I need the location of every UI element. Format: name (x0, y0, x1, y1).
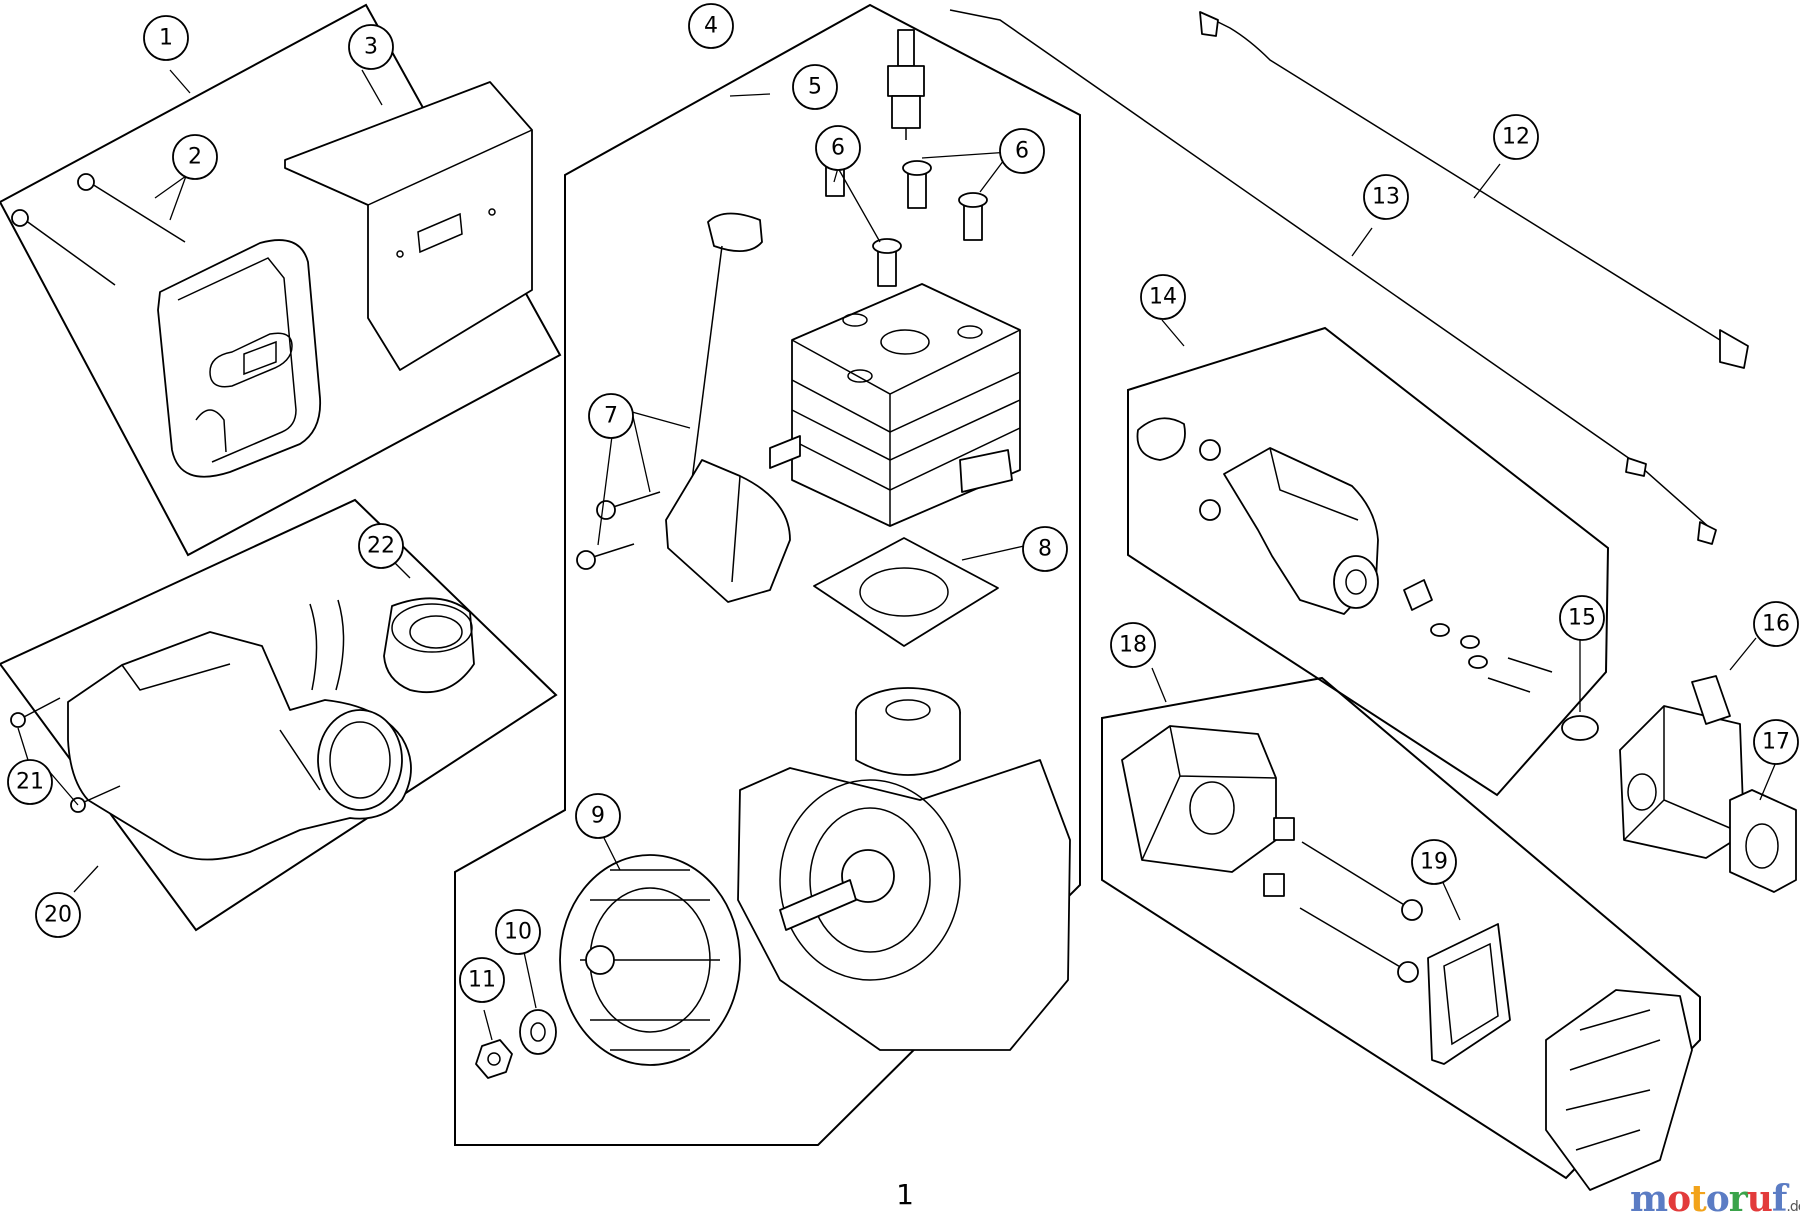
svg-text:7: 7 (604, 404, 618, 429)
callout-8: 8 (1022, 526, 1068, 572)
callout-21: 21 (7, 759, 53, 805)
svg-text:17: 17 (1762, 730, 1790, 755)
callout-14: 14 (1140, 274, 1186, 320)
callout-9: 9 (575, 793, 621, 839)
svg-text:8: 8 (1038, 537, 1052, 562)
callout-7: 7 (588, 393, 634, 439)
flywheel-nut (475, 1039, 513, 1079)
callout-3: 3 (348, 24, 394, 70)
svg-text:6: 6 (831, 136, 845, 161)
svg-text:3: 3 (364, 35, 378, 60)
brand-suffix: .de (1786, 1199, 1800, 1215)
svg-text:18: 18 (1119, 633, 1147, 658)
module-parts (1136, 417, 1599, 741)
throttle-cable-13 (949, 9, 1717, 545)
svg-text:22: 22 (367, 534, 395, 559)
air-filter-bolts (1263, 817, 1423, 983)
callout-6-left: 6 (815, 125, 861, 171)
callout-20: 20 (35, 892, 81, 938)
ignition-module (1223, 447, 1379, 615)
svg-text:13: 13 (1372, 185, 1400, 210)
throttle-cable-12 (1199, 11, 1749, 369)
group-box-engine (454, 3, 1081, 1146)
callout-18: 18 (1110, 622, 1156, 668)
callout-1: 1 (143, 15, 189, 61)
air-filter-base (1121, 725, 1277, 873)
muffler-body (157, 239, 322, 478)
callout-5: 5 (792, 64, 838, 110)
group-box-fuel-tank (0, 498, 558, 932)
svg-text:4: 4 (704, 14, 718, 39)
svg-text:10: 10 (504, 920, 532, 945)
fuel-tank (67, 599, 412, 861)
ignition-coil (665, 212, 791, 603)
air-filter-cover (1545, 989, 1693, 1191)
spark-plug (887, 29, 925, 140)
callout-2: 2 (172, 134, 218, 180)
callout-16: 16 (1753, 601, 1799, 647)
group-box-muffler (0, 3, 562, 557)
brand-letter: t (1690, 1178, 1707, 1220)
cylinder-screws (820, 148, 988, 287)
svg-text:20: 20 (44, 903, 72, 928)
svg-text:21: 21 (16, 770, 44, 795)
svg-text:14: 14 (1149, 285, 1177, 310)
svg-text:16: 16 (1762, 612, 1790, 637)
callout-12: 12 (1493, 114, 1539, 160)
callout-17: 17 (1753, 719, 1799, 765)
brand-letter: o (1667, 1178, 1691, 1220)
svg-text:12: 12 (1502, 125, 1530, 150)
svg-text:6: 6 (1015, 139, 1029, 164)
svg-text:2: 2 (188, 145, 202, 170)
brand-letter: r (1728, 1178, 1748, 1220)
svg-text:19: 19 (1420, 850, 1448, 875)
svg-text:5: 5 (808, 75, 822, 100)
muffler-bolts (11, 173, 186, 286)
air-filter-element (1427, 923, 1511, 1065)
muffler-heat-shield (284, 81, 533, 371)
callout-10: 10 (495, 909, 541, 955)
callout-11: 11 (459, 957, 505, 1003)
brand-letter: o (1705, 1178, 1730, 1220)
crankcase (737, 759, 1071, 1051)
coil-screws (576, 491, 661, 570)
cylinder-gasket (813, 537, 999, 647)
callout-19: 19 (1411, 839, 1457, 885)
svg-text:11: 11 (468, 968, 496, 993)
group-box-air-filter (1101, 676, 1701, 1180)
piston (855, 687, 961, 776)
brand-letter: f (1771, 1178, 1787, 1220)
carburetor-gasket (1729, 789, 1797, 893)
fuel-cap (383, 597, 475, 694)
callout-6-right: 6 (999, 128, 1045, 174)
page-number: 1 (896, 1178, 914, 1211)
brand-logo: motoruf.de (1630, 1178, 1800, 1220)
brand-letter: u (1746, 1178, 1773, 1220)
brand-letter: m (1630, 1178, 1668, 1220)
callout-4: 4 (688, 3, 734, 49)
callout-13: 13 (1363, 174, 1409, 220)
group-box-ignition (1127, 326, 1610, 797)
callout-22: 22 (358, 523, 404, 569)
svg-text:1: 1 (159, 26, 173, 51)
carburetor (1619, 675, 1745, 859)
cylinder (769, 283, 1021, 527)
flywheel (559, 854, 741, 1066)
svg-text:15: 15 (1568, 606, 1596, 631)
flywheel-washer (519, 1009, 557, 1055)
svg-text:9: 9 (591, 804, 605, 829)
callout-15: 15 (1559, 595, 1605, 641)
